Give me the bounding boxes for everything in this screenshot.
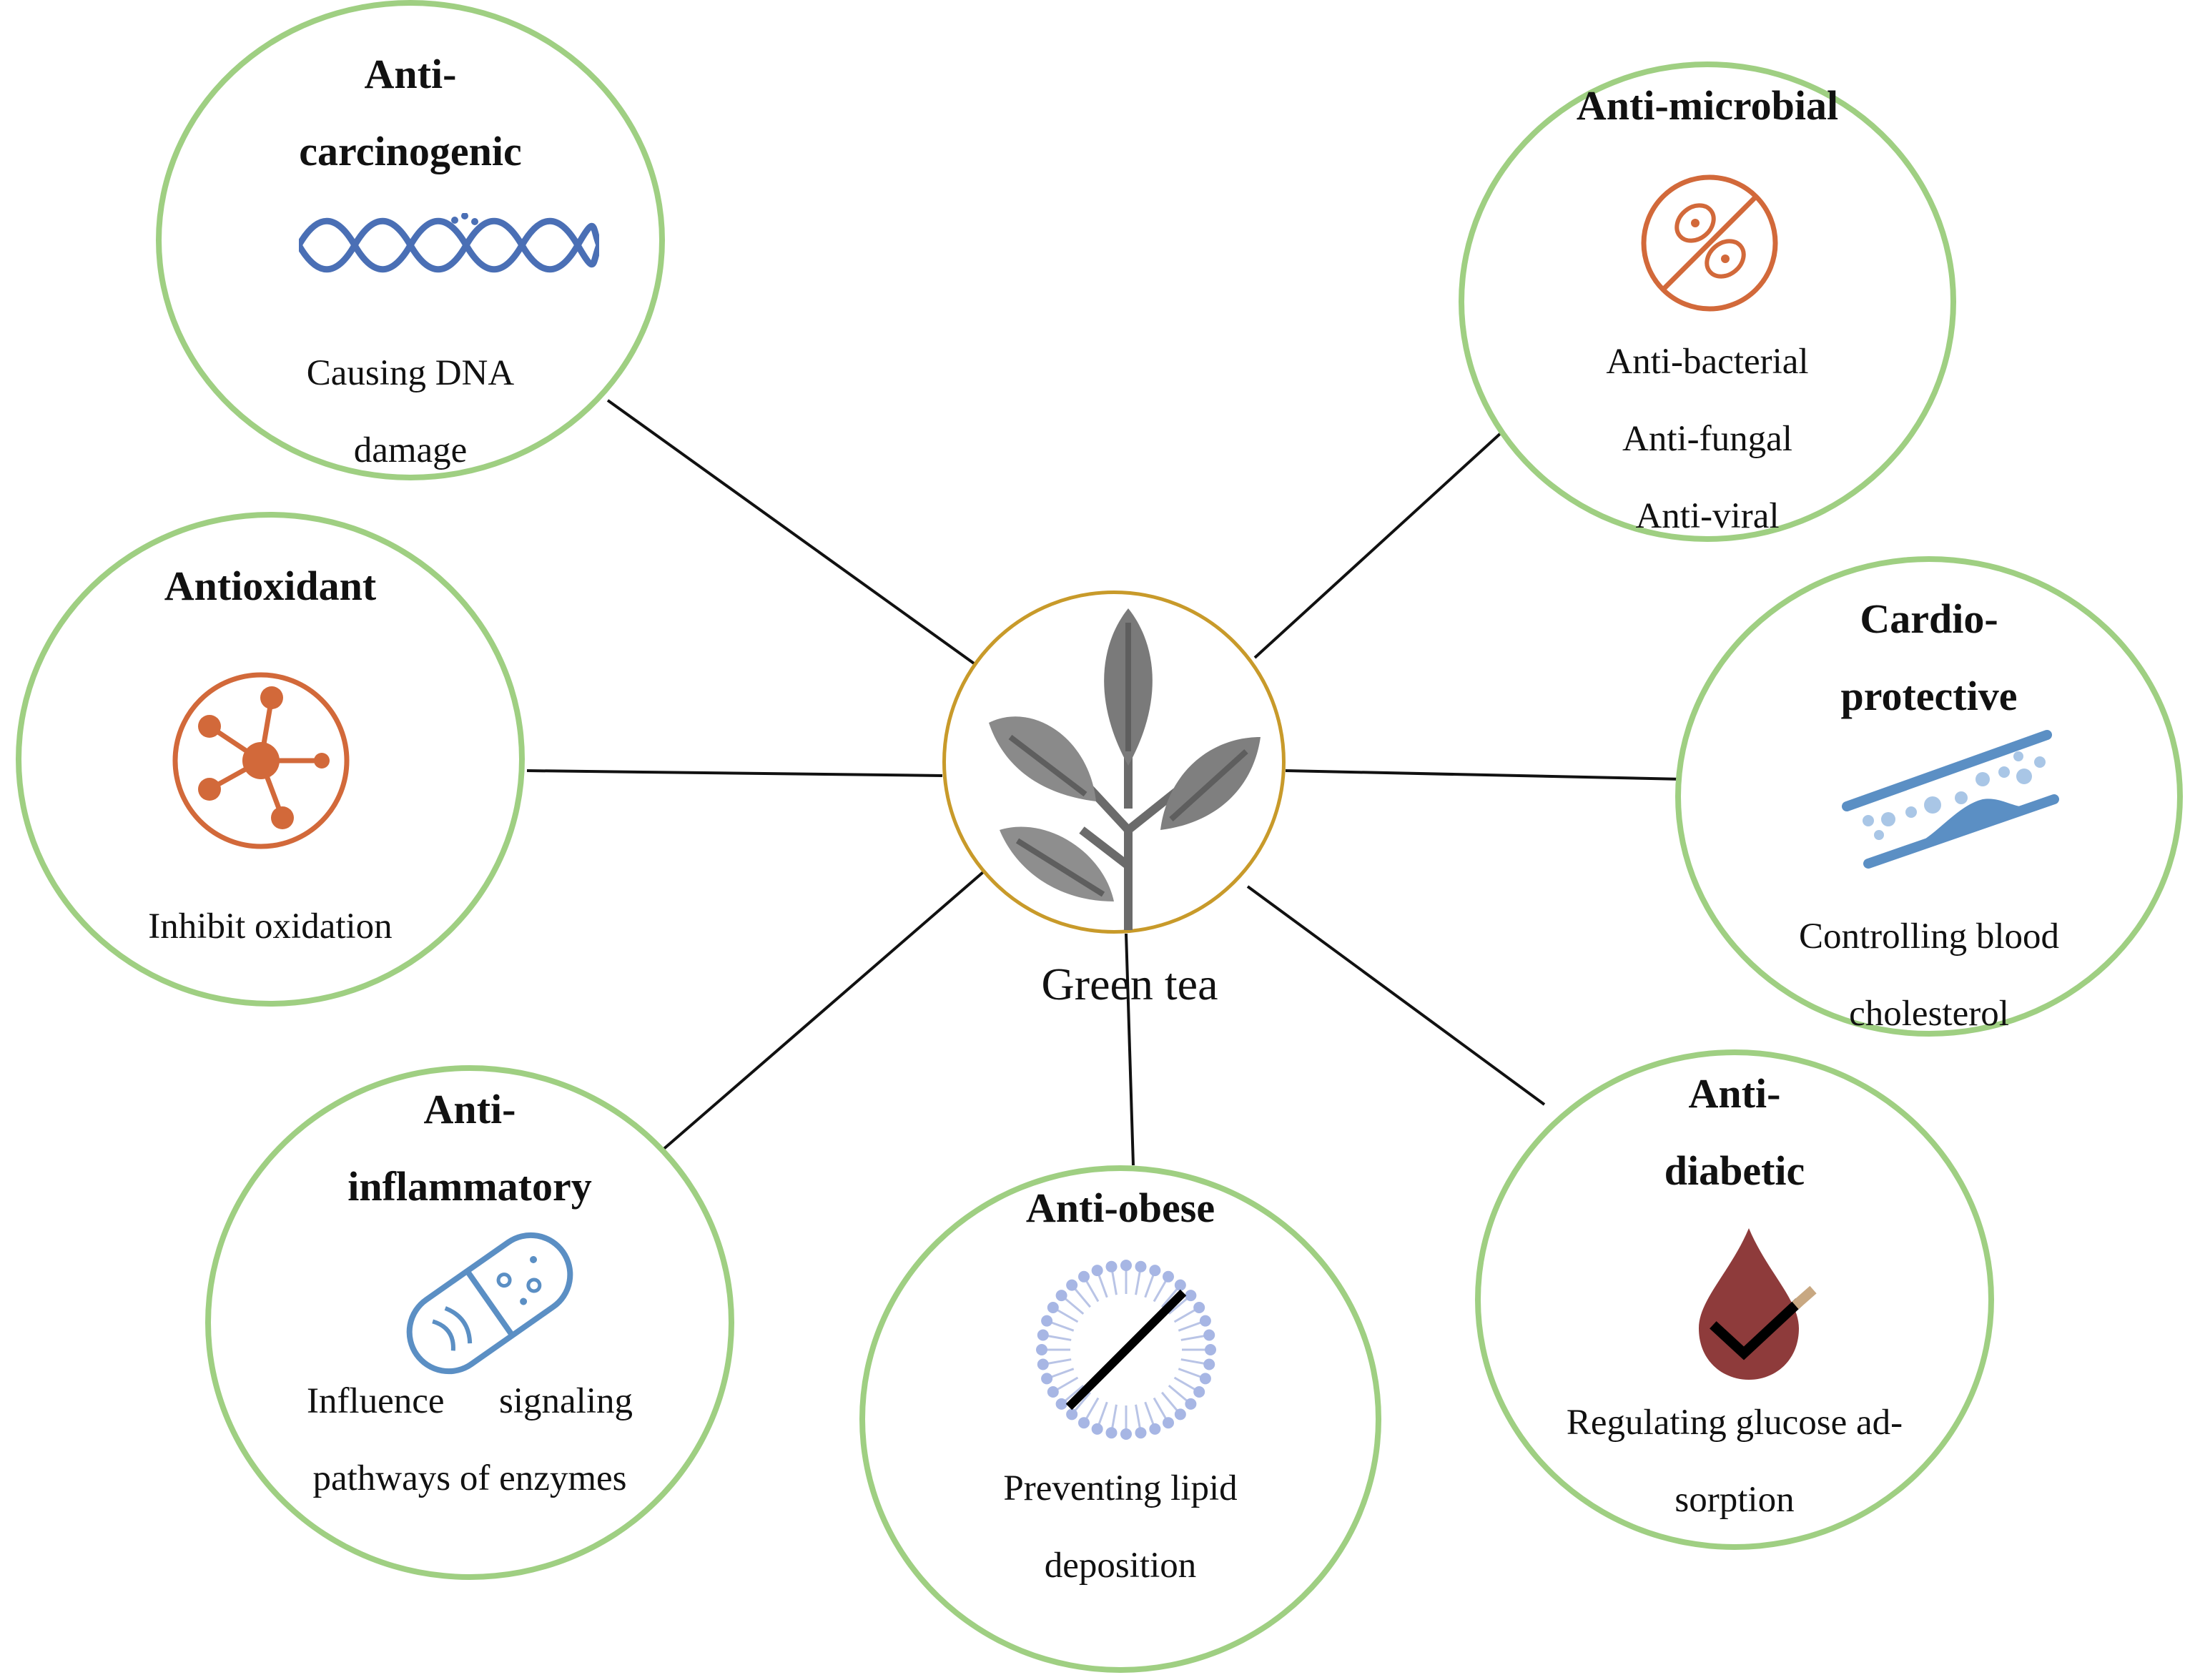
node-description: Controlling blood cholesterol bbox=[1681, 898, 2177, 1052]
node-antimicrobial: Anti-microbial Anti-bacterial Anti-funga… bbox=[1459, 61, 1956, 542]
node-cardioprotective: Cardio- protective Controlling blood cho… bbox=[1675, 556, 2183, 1037]
title-line: inflammatory bbox=[347, 1163, 592, 1210]
title-line: diabetic bbox=[1664, 1147, 1805, 1194]
desc-line: sorption bbox=[1674, 1480, 1795, 1520]
blood-drop-check-icon bbox=[1699, 1228, 1817, 1380]
node-description: Preventing lipid deposition bbox=[865, 1450, 1376, 1604]
title-line: Anti- bbox=[1688, 1070, 1781, 1117]
node-antioxidant: Antioxidant Inhibit oxidation bbox=[16, 512, 525, 1007]
connector-cardioprotective bbox=[1285, 769, 1685, 781]
title-line: Anti- bbox=[423, 1086, 516, 1132]
node-anticarcinogenic: Anti- carcinogenic Causing DNA damage bbox=[156, 0, 665, 480]
node-title: Anti-obese bbox=[865, 1170, 1376, 1247]
center-label: Green tea bbox=[1041, 959, 1218, 1009]
desc-line: Regulating glucose ad- bbox=[1566, 1403, 1903, 1443]
node-description: Inhibit oxidation bbox=[21, 888, 519, 965]
molecule-icon bbox=[172, 672, 350, 849]
node-description: Causing DNA damage bbox=[162, 335, 659, 489]
node-antidiabetic: Anti- diabetic Regulating glucose ad- so… bbox=[1475, 1049, 1994, 1550]
node-title: Anti- inflammatory bbox=[211, 1071, 729, 1225]
title-line: Anti-obese bbox=[1025, 1185, 1215, 1231]
node-description: Influence signaling pathways of enzymes bbox=[211, 1363, 729, 1517]
no-lipid-icon bbox=[1036, 1260, 1216, 1440]
desc-line: deposition bbox=[1044, 1546, 1197, 1586]
capsule-bacteria-icon bbox=[406, 1232, 573, 1375]
desc-line: Preventing lipid bbox=[1003, 1468, 1238, 1508]
connector-antiobese bbox=[1125, 933, 1135, 1166]
title-line: Antioxidant bbox=[164, 563, 377, 609]
desc-line: damage bbox=[353, 430, 468, 470]
title-line: protective bbox=[1840, 673, 2018, 719]
desc-line: Influence signaling bbox=[306, 1381, 633, 1421]
node-title: Anti-microbial bbox=[1464, 67, 1950, 144]
title-line: Cardio- bbox=[1860, 596, 1998, 642]
desc-line: Anti-bacterial bbox=[1606, 342, 1809, 382]
center-node bbox=[942, 591, 1286, 934]
node-title: Anti- diabetic bbox=[1481, 1055, 1988, 1210]
desc-line: Anti-fungal bbox=[1622, 419, 1792, 459]
node-title: Antioxidant bbox=[21, 548, 519, 625]
no-bacteria-icon bbox=[1641, 174, 1778, 312]
artery-plaque-icon bbox=[1842, 730, 2059, 869]
desc-line: Causing DNA bbox=[306, 353, 515, 393]
connector-antimicrobial bbox=[1253, 431, 1503, 659]
desc-line: Inhibit oxidation bbox=[148, 906, 393, 947]
title-line: Anti- bbox=[364, 51, 457, 97]
node-title: Cardio- protective bbox=[1681, 580, 2177, 735]
green-tea-leaves-icon bbox=[989, 608, 1261, 930]
connector-antidiabetic bbox=[1246, 885, 1546, 1106]
desc-line: Controlling blood bbox=[1798, 916, 2060, 957]
node-description: Regulating glucose ad- sorption bbox=[1481, 1384, 1988, 1538]
title-line: Anti-microbial bbox=[1576, 82, 1839, 129]
title-line: carcinogenic bbox=[299, 128, 522, 174]
connector-anticarcinogenic bbox=[606, 399, 977, 666]
node-title: Anti- carcinogenic bbox=[162, 36, 659, 190]
desc-line: cholesterol bbox=[1849, 994, 2009, 1034]
dna-helix-icon bbox=[299, 213, 599, 273]
node-antiinflammatory: Anti- inflammatory Influence signaling p… bbox=[205, 1065, 734, 1580]
node-antiobese: Anti-obese Preventing lipid deposition bbox=[859, 1165, 1381, 1673]
desc-line: Anti-viral bbox=[1635, 496, 1780, 536]
connector-antioxidant bbox=[526, 769, 943, 777]
desc-line: pathways of enzymes bbox=[312, 1458, 627, 1498]
connector-antiinflammatory bbox=[660, 871, 985, 1152]
node-description: Anti-bacterial Anti-fungal Anti-viral bbox=[1464, 323, 1950, 555]
